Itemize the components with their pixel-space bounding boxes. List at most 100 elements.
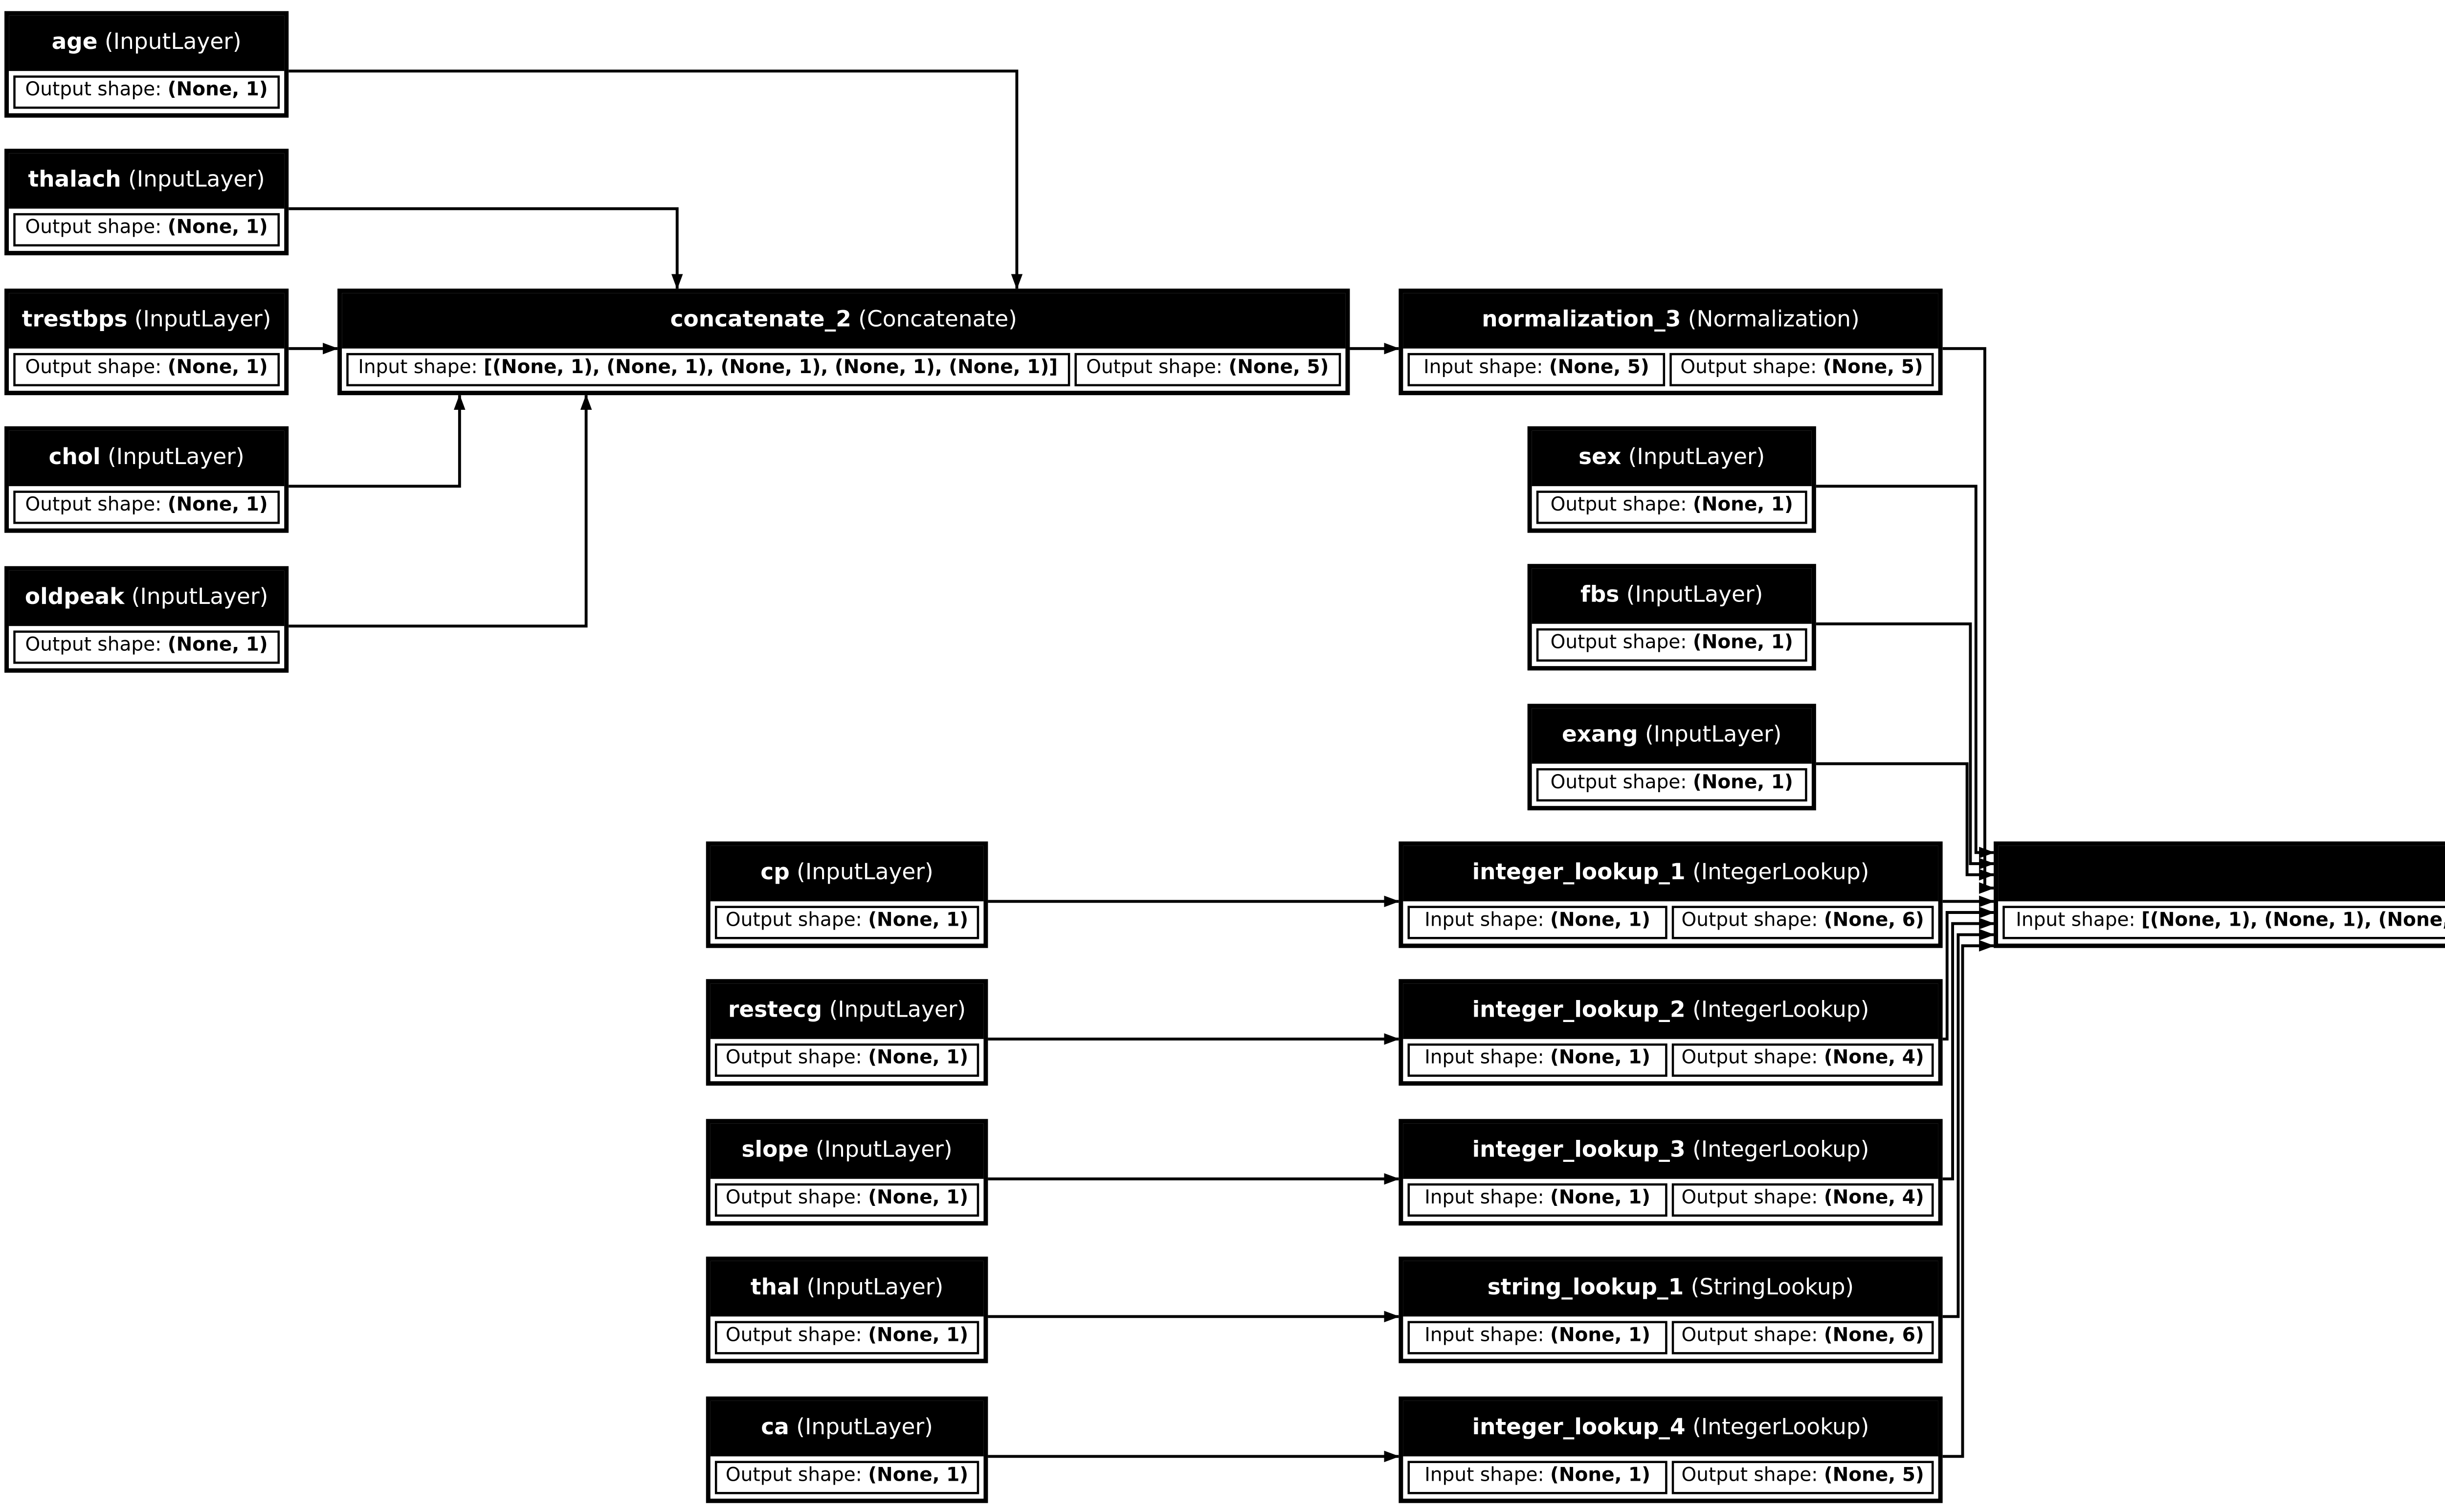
layer-title: ca (InputLayer) xyxy=(710,1401,984,1457)
shape-cell: Output shape: (None, 1) xyxy=(714,1183,979,1217)
shape-cell: Output shape: (None, 1) xyxy=(714,1043,979,1077)
layer-type: (InputLayer) xyxy=(808,1137,953,1162)
layer-title: oldpeak (InputLayer) xyxy=(9,570,285,626)
shape-cells: Output shape: (None, 1) xyxy=(9,348,285,391)
layer-node-integer_lookup_1: integer_lookup_1 (IntegerLookup) Input sh… xyxy=(1399,841,1943,948)
shape-cells: Input shape: (None, 1)Output shape: (Non… xyxy=(1403,1316,1938,1359)
layer-title: integer_lookup_2 (IntegerLookup) xyxy=(1403,983,1938,1039)
shape-value: (None, 5) xyxy=(1823,357,1923,380)
edge-integer_lookup_3-to-concatenate_3 xyxy=(1942,917,1995,1180)
layer-title: integer_lookup_1 (IntegerLookup) xyxy=(1403,845,1938,902)
shape-cell: Output shape: (None, 6) xyxy=(1671,906,1934,939)
layer-type: (InputLayer) xyxy=(124,585,268,610)
shape-cell: Input shape: (None, 5) xyxy=(1407,353,1666,386)
layer-title: age (InputLayer) xyxy=(9,15,285,71)
layer-node-integer_lookup_4: integer_lookup_4 (IntegerLookup)Input sh… xyxy=(1399,1396,1943,1503)
layer-name: fbs xyxy=(1580,582,1620,607)
layer-name: integer_lookup_1 xyxy=(1472,860,1686,885)
layer-name: concatenate_2 xyxy=(670,307,851,332)
shape-cells: Output shape: (None, 1) xyxy=(9,486,285,529)
shape-label: Input shape: xyxy=(2016,911,2142,933)
layer-node-chol: chol (InputLayer)Output shape: (None, 1) xyxy=(4,426,289,533)
layer-title: normalization_3 (Normalization) xyxy=(1403,293,1938,349)
shape-label: Input shape: xyxy=(1424,1466,1551,1488)
layer-type: (InputLayer) xyxy=(97,30,242,55)
shape-cell: Output shape: (None, 1) xyxy=(13,75,280,109)
layer-node-fbs: fbs (InputLayer)Output shape: (None, 1) xyxy=(1527,564,1816,671)
shape-label: Output shape: xyxy=(725,911,868,933)
edge-chol-to-concatenate_2 xyxy=(289,394,466,488)
layer-node-slope: slope (InputLayer)Output shape: (None, 1… xyxy=(706,1119,988,1226)
shape-label: Output shape: xyxy=(725,1466,868,1488)
shape-cell: Input shape: [(None, 1), (None, 1), (Non… xyxy=(346,353,1070,386)
shape-label: Output shape: xyxy=(1681,1188,1824,1211)
edge-integer_lookup_4-to-concatenate_3 xyxy=(1942,940,1995,1458)
shape-label: Output shape: xyxy=(725,1188,868,1211)
edge-exang-to-concatenate_3 xyxy=(1816,762,1995,881)
shape-value: (None, 1) xyxy=(167,495,268,518)
layer-name: exang xyxy=(1561,722,1638,747)
shape-label: Output shape: xyxy=(1680,357,1823,380)
shape-cells: Input shape: [(None, 1), (None, 1), (Non… xyxy=(1998,901,2445,944)
layer-name: sex xyxy=(1578,445,1622,470)
shape-label: Output shape: xyxy=(25,80,168,103)
shape-value: (None, 1) xyxy=(167,80,268,103)
layer-node-ca: ca (InputLayer) Output shape: (None, 1) xyxy=(706,1396,988,1503)
shape-cells: Output shape: (None, 1) xyxy=(1532,623,1812,667)
shape-cells: Output shape: (None, 1) xyxy=(710,1456,984,1499)
layer-node-integer_lookup_2: integer_lookup_2 (IntegerLookup)Input sh… xyxy=(1399,979,1943,1086)
shape-cell: Input shape: (None, 1) xyxy=(1407,1043,1667,1077)
layer-name: restecg xyxy=(728,998,822,1023)
shape-label: Input shape: xyxy=(1424,911,1551,933)
shape-label: Output shape: xyxy=(1086,357,1229,380)
shape-value: (None, 1) xyxy=(868,1466,969,1488)
shape-cells: Output shape: (None, 1) xyxy=(1532,486,1812,529)
edge-fbs-to-concatenate_3 xyxy=(1816,622,1995,869)
shape-label: Output shape: xyxy=(1550,633,1693,656)
shape-cell: Output shape: (None, 1) xyxy=(13,490,280,524)
shape-value: (None, 1) xyxy=(167,357,268,380)
shape-label: Output shape: xyxy=(25,357,168,380)
layer-title: concatenate_2 (Concatenate) xyxy=(342,293,1346,349)
shape-label: Input shape: xyxy=(1424,1188,1551,1211)
shape-cell: Output shape: (None, 4) xyxy=(1671,1043,1934,1077)
shape-cell: Output shape: (None, 1) xyxy=(714,1461,979,1494)
layer-title: thal (InputLayer) xyxy=(710,1261,984,1317)
shape-cells: Input shape: (None, 1)Output shape: (Non… xyxy=(1403,1039,1938,1082)
shape-label: Output shape: xyxy=(1550,495,1693,518)
edge-normalization_3-to-concatenate_3 xyxy=(1942,347,1995,894)
layer-title: cp (InputLayer) xyxy=(710,845,984,902)
shape-cell: Output shape: (None, 6) xyxy=(1671,1321,1934,1355)
layer-type: (IntegerLookup) xyxy=(1685,998,1869,1023)
shape-cells: Input shape: [(None, 1), (None, 1), (Non… xyxy=(342,348,1346,391)
shape-cells: Output shape: (None, 1) xyxy=(710,1039,984,1082)
shape-cell: Output shape: (None, 5) xyxy=(1669,353,1934,386)
shape-cells: Output shape: (None, 1) xyxy=(710,1178,984,1222)
shape-cell: Output shape: (None, 1) xyxy=(13,630,280,664)
shape-cell: Output shape: (None, 1) xyxy=(1536,490,1807,524)
shape-cell: Output shape: (None, 1) xyxy=(13,213,280,246)
shape-value: (None, 1) xyxy=(868,911,969,933)
shape-label: Output shape: xyxy=(725,1048,868,1071)
shape-label: Output shape: xyxy=(1550,773,1693,796)
layer-name: age xyxy=(51,30,98,55)
layer-type: (InputLayer) xyxy=(789,860,934,885)
shape-label: Output shape: xyxy=(1681,1048,1824,1071)
shape-value: (None, 1) xyxy=(1550,1466,1650,1488)
layer-title: fbs (InputLayer) xyxy=(1532,568,1812,624)
edge-oldpeak-to-concatenate_2 xyxy=(289,394,592,628)
layer-title: trestbps (InputLayer) xyxy=(9,293,285,349)
shape-label: Output shape: xyxy=(1681,1326,1824,1348)
layer-node-thal: thal (InputLayer)Output shape: (None, 1) xyxy=(706,1256,988,1363)
shape-value: [(None, 1), (None, 1), (None, 1), (None,… xyxy=(484,357,1058,380)
shape-cells: Output shape: (None, 1) xyxy=(1532,763,1812,806)
shape-cell: Output shape: (None, 5) xyxy=(1671,1461,1934,1494)
layer-node-string_lookup_1: string_lookup_1 (StringLookup)Input shap… xyxy=(1399,1256,1943,1363)
layer-type: (StringLookup) xyxy=(1684,1275,1854,1300)
shape-cell: Input shape: (None, 1) xyxy=(1407,1321,1667,1355)
shape-label: Output shape: xyxy=(725,1326,868,1348)
layer-type: (InputLayer) xyxy=(822,998,966,1023)
layer-name: integer_lookup_3 xyxy=(1472,1137,1686,1162)
shape-cells: Output shape: (None, 1) xyxy=(710,901,984,944)
